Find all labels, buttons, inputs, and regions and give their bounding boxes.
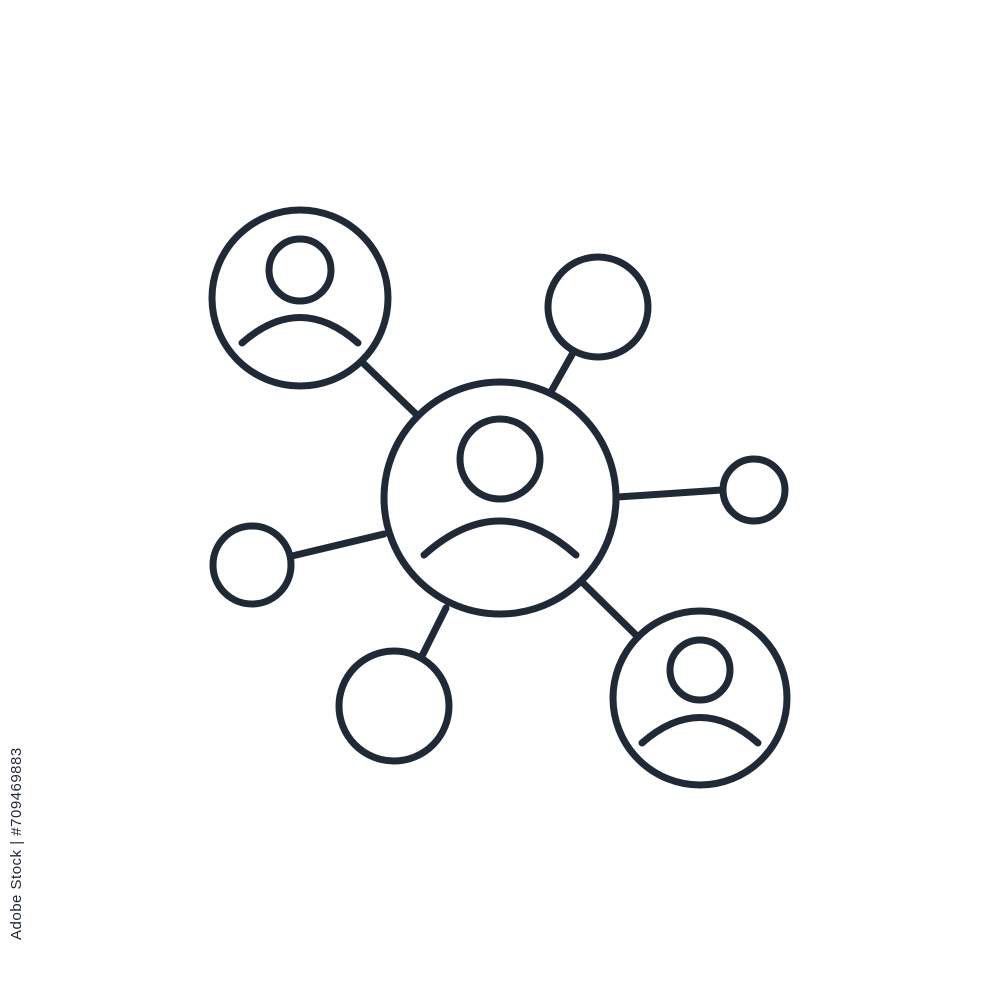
connector-line-bottom-right	[579, 579, 642, 641]
top-left-user-shoulders-icon	[238, 314, 362, 347]
top-left-user-node	[208, 206, 392, 390]
left-node	[209, 522, 295, 608]
connector-line-right	[614, 486, 726, 501]
connector-line-top-right	[548, 347, 578, 394]
connector-line-bottom-left	[418, 604, 450, 660]
connector-line-left	[288, 530, 388, 560]
stock-id-label: Adobe Stock | #709469883	[8, 747, 25, 940]
bottom-right-node-ring	[609, 607, 791, 789]
top-right-node	[544, 253, 652, 361]
center-user-head-icon	[456, 415, 544, 503]
bottom-left-node	[335, 647, 453, 765]
top-left-user-head-icon	[265, 235, 335, 305]
right-node	[719, 455, 789, 525]
center-user-shoulders-icon	[420, 517, 580, 559]
top-left-node-ring	[208, 206, 392, 390]
bottom-right-user-head-icon	[666, 636, 734, 704]
bottom-right-user-node	[609, 607, 791, 789]
connector-line-top-left	[358, 358, 422, 420]
center-user-node	[380, 378, 620, 618]
connector-lines	[288, 347, 726, 660]
center-node-ring	[380, 378, 620, 618]
bottom-right-user-shoulders-icon	[638, 714, 762, 747]
